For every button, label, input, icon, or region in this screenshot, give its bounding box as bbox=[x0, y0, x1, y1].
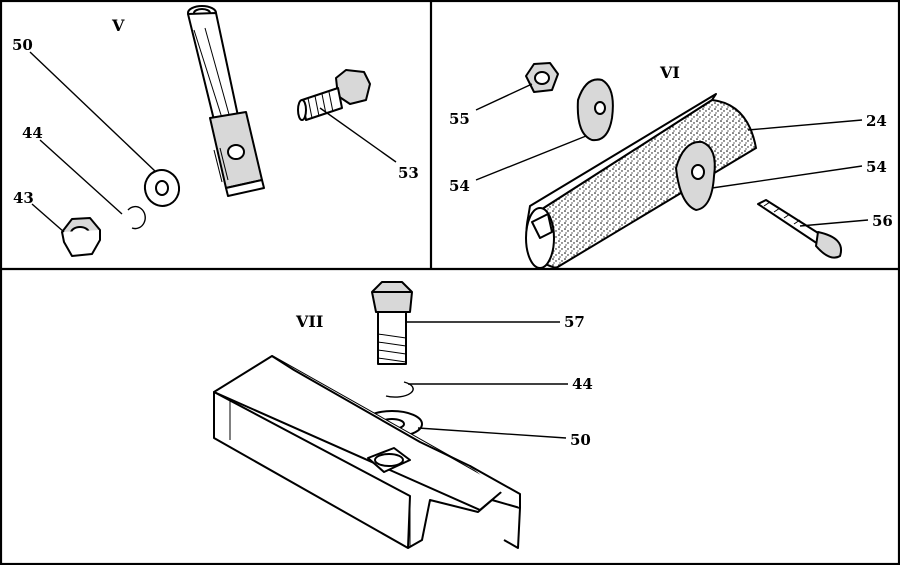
label-v-44: 44 bbox=[22, 124, 43, 142]
label-vii-57: 57 bbox=[564, 313, 585, 331]
clip-54-right bbox=[675, 140, 716, 211]
label-v-50: 50 bbox=[12, 36, 33, 54]
washer-50-v bbox=[143, 169, 181, 207]
bolt-53 bbox=[297, 69, 371, 121]
handle-grip-24 bbox=[525, 93, 758, 270]
label-v-43: 43 bbox=[13, 189, 34, 207]
section-vi-title: VI bbox=[659, 63, 680, 82]
hex-nut-43 bbox=[61, 217, 101, 257]
label-vii-44: 44 bbox=[572, 375, 593, 393]
label-vi-54-left: 54 bbox=[449, 177, 470, 195]
label-vii-50: 50 bbox=[570, 431, 591, 449]
label-vi-55: 55 bbox=[449, 110, 470, 128]
label-vi-56: 56 bbox=[872, 212, 893, 230]
section-vii-title: VII bbox=[295, 312, 323, 331]
nut-55 bbox=[525, 62, 559, 93]
label-v-53: 53 bbox=[398, 164, 419, 182]
label-vi-24: 24 bbox=[866, 112, 887, 130]
clip-54-left bbox=[576, 78, 614, 142]
screw-56 bbox=[757, 199, 842, 259]
section-v-title: V bbox=[111, 16, 125, 35]
bolt-57 bbox=[371, 281, 413, 365]
label-vi-54-right: 54 bbox=[866, 158, 887, 176]
channel-rail bbox=[213, 355, 521, 549]
section-vii: VII bbox=[213, 281, 593, 549]
spring-ring-44-v bbox=[127, 205, 146, 230]
lever-arm bbox=[187, 5, 265, 197]
section-vi: VI bbox=[449, 62, 893, 270]
section-v: V bbox=[12, 5, 419, 257]
